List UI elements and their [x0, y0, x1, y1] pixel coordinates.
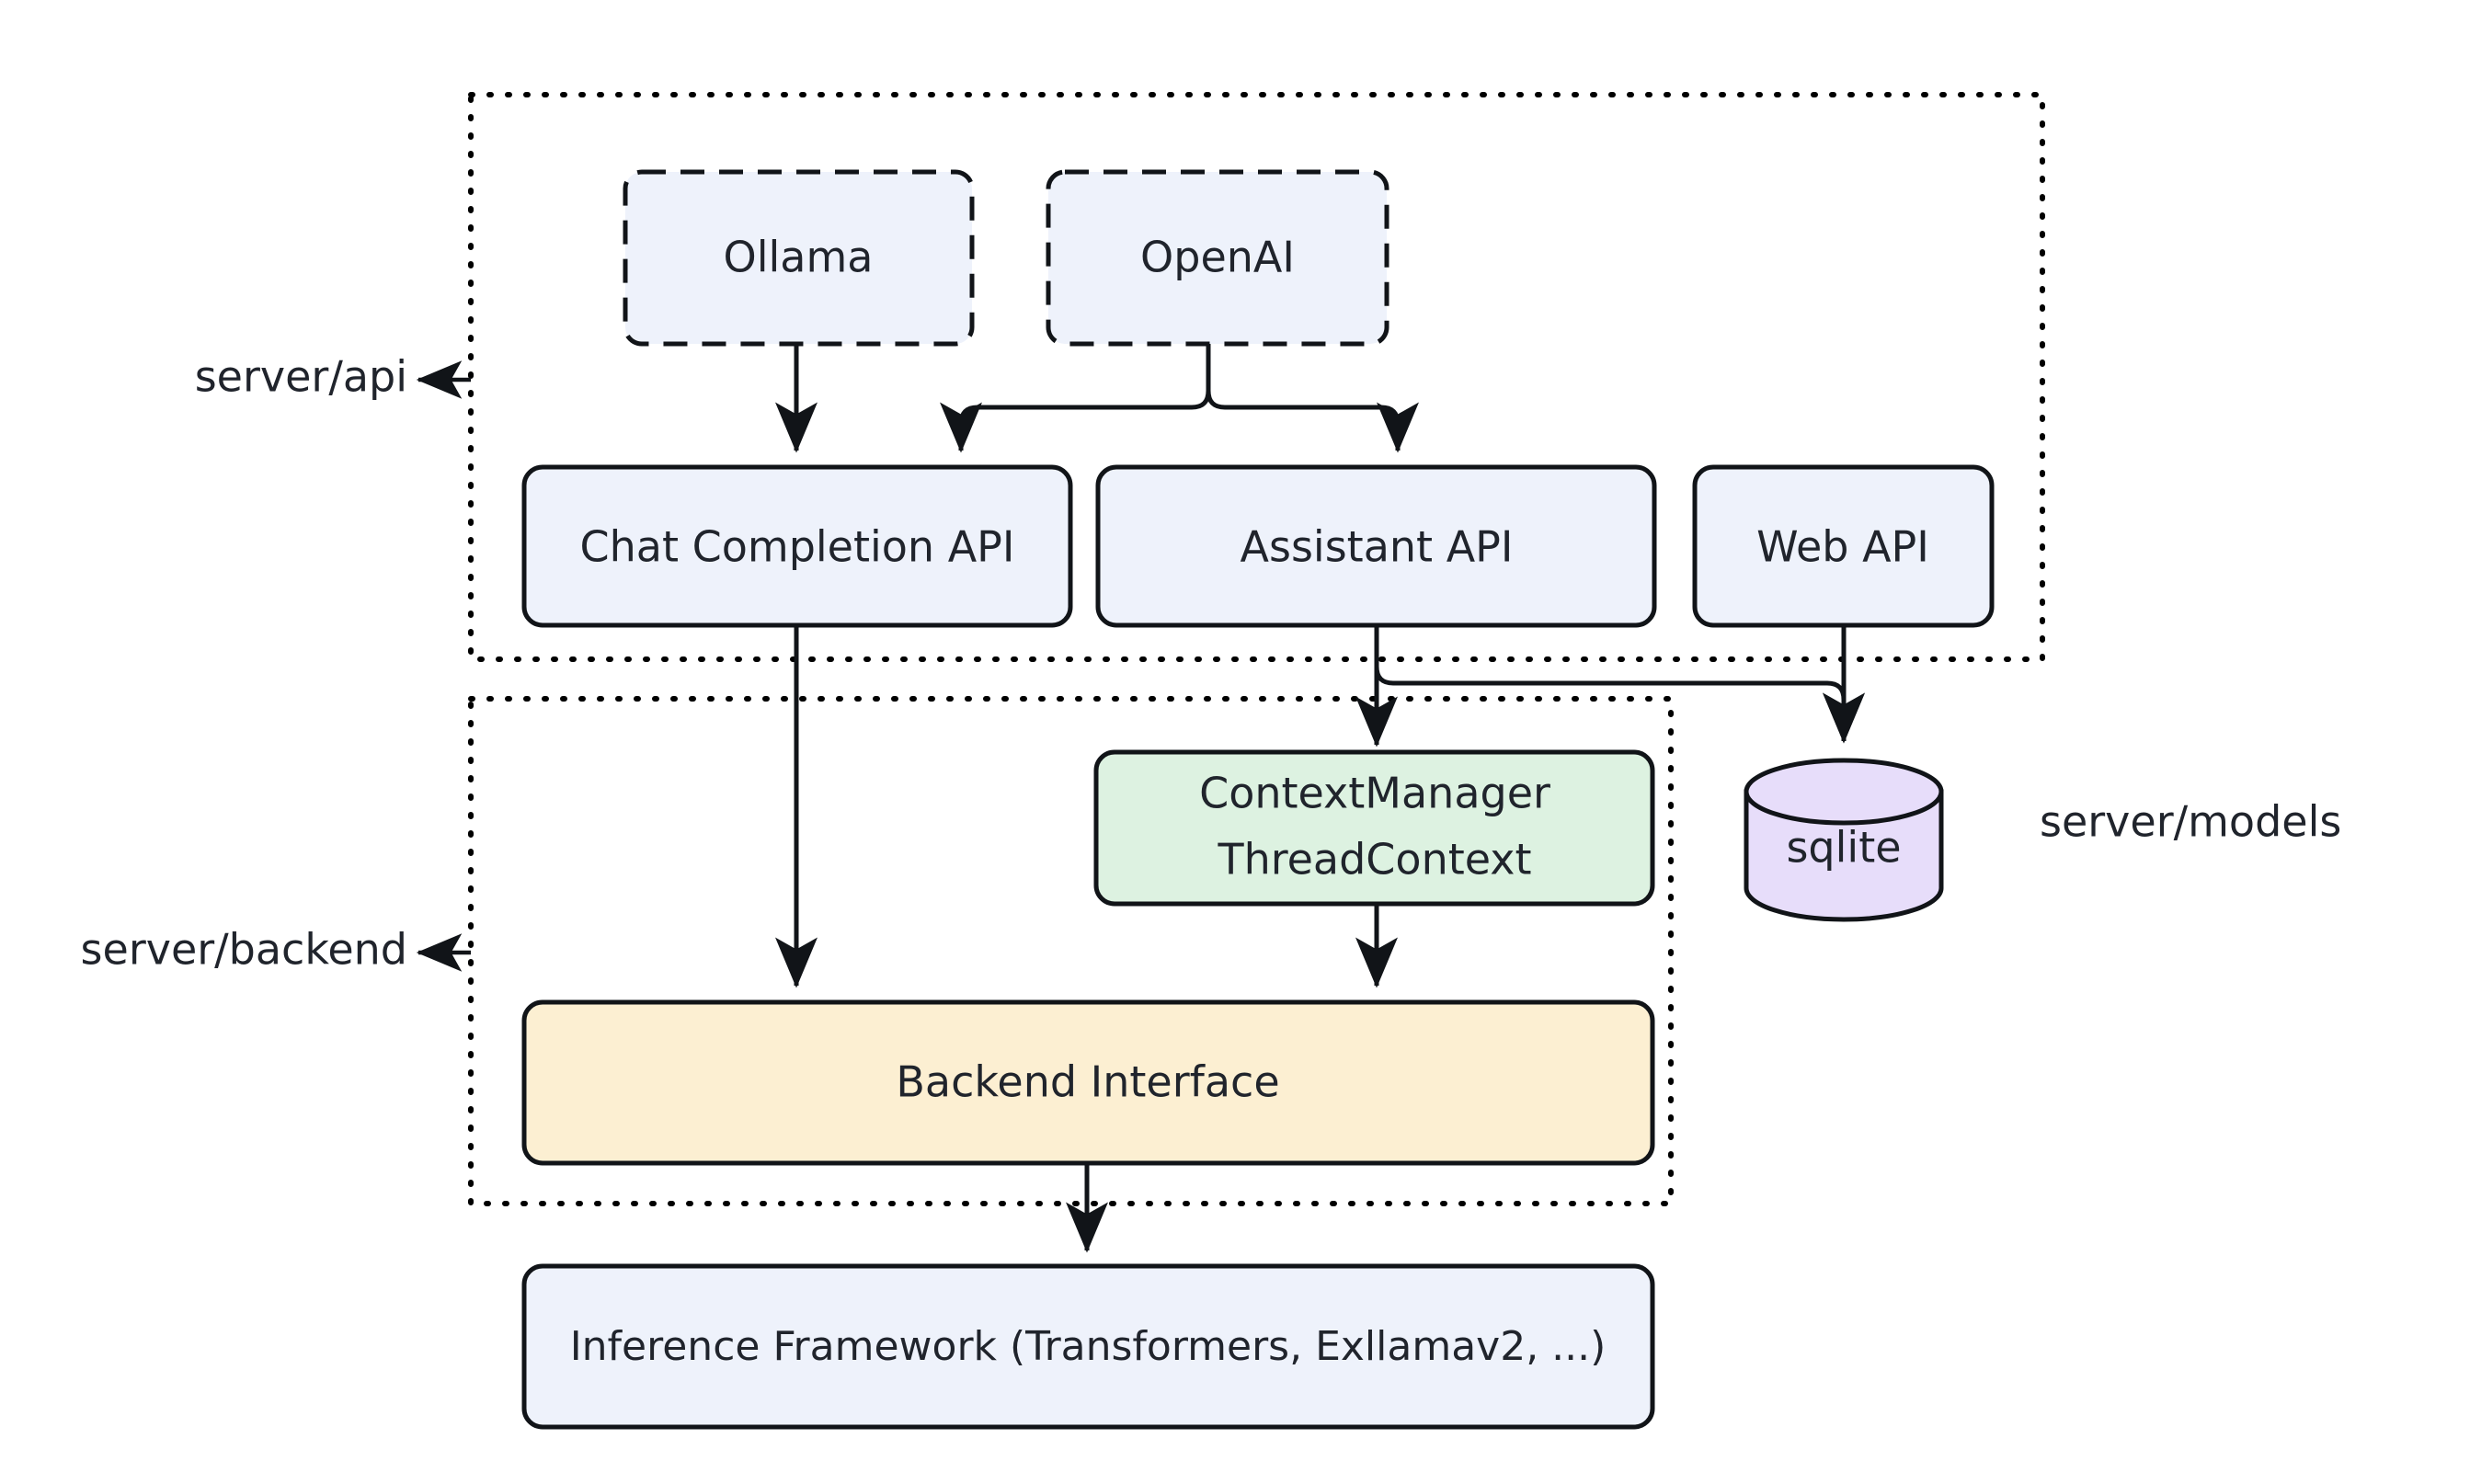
node-chat-completion-api-shape[interactable] [521, 464, 1073, 628]
node-ollama-label: Ollama [724, 233, 874, 282]
group-server-backend-border [468, 696, 1674, 1206]
node-backend-interface[interactable]: Backend Interface [521, 999, 1655, 1166]
node-openai[interactable]: OpenAI [1046, 169, 1389, 347]
group-server-backend: server/backend [81, 696, 1674, 1206]
node-assistant-api[interactable]: Assistant API [1095, 464, 1657, 628]
node-sqlite-label: sqlite [1786, 823, 1901, 873]
edge-openai-to-chat-completion-api [940, 344, 1211, 453]
node-chat-completion-api-label: Chat Completion API [580, 522, 1015, 572]
node-chat-completion-api[interactable]: Chat Completion API [521, 464, 1073, 628]
node-inference-framework[interactable]: Inference Framework (Transformers, Exlla… [521, 1263, 1655, 1430]
edge-assistant-api-to-sqlite [1374, 625, 1865, 744]
node-backend-interface-shape[interactable] [521, 999, 1655, 1166]
group-server-api: server/api [195, 92, 2045, 662]
group-server-api-label: server/api [195, 352, 407, 402]
node-web-api-label: Web API [1756, 522, 1929, 572]
node-ollama[interactable]: Ollama [623, 169, 975, 347]
node-web-api[interactable]: Web API [1692, 464, 1995, 628]
node-inference-framework-shape[interactable] [521, 1263, 1655, 1430]
node-sqlite-top [1744, 758, 1944, 826]
node-assistant-api-label: Assistant API [1241, 522, 1514, 572]
node-assistant-api-shape[interactable] [1095, 464, 1657, 628]
node-web-api-shape[interactable] [1692, 464, 1995, 628]
node-context-manager-shape[interactable] [1093, 749, 1655, 907]
node-sqlite-body[interactable] [1744, 789, 1944, 922]
group-server-backend-label: server/backend [81, 925, 407, 975]
node-openai-shape[interactable] [1046, 169, 1389, 347]
node-sqlite[interactable]: sqlite [1744, 758, 1944, 922]
node-context-manager-label-line2: ThreadContext [1217, 835, 1531, 885]
group-server-api-border [468, 92, 2045, 662]
node-context-manager-label-line1: ContextManager [1199, 769, 1550, 818]
node-inference-framework-label: Inference Framework (Transformers, Exlla… [570, 1323, 1607, 1370]
node-backend-interface-label: Backend Interface [896, 1057, 1279, 1107]
node-openai-label: OpenAI [1140, 233, 1295, 282]
node-ollama-shape[interactable] [623, 169, 975, 347]
label-server-models: server/models [2040, 797, 2341, 847]
edge-openai-to-assistant-api [1206, 344, 1419, 453]
node-context-manager[interactable]: ContextManager ThreadContext [1093, 749, 1655, 907]
